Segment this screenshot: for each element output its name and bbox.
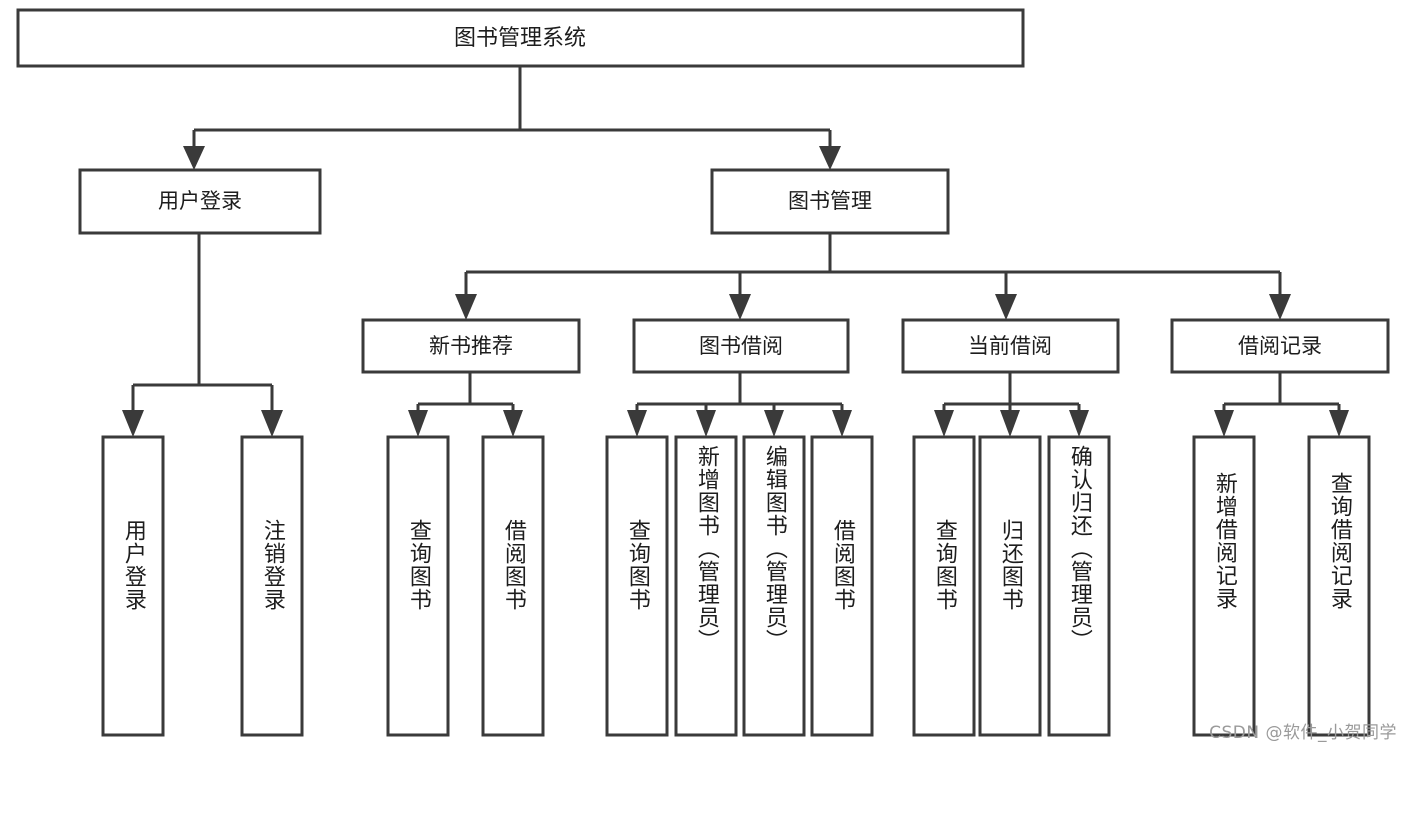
arrowhead-current-borrow bbox=[995, 294, 1017, 320]
node-current-borrow[interactable]: 当前借阅 bbox=[901, 318, 1120, 374]
arrowhead-book-borrow bbox=[729, 294, 751, 320]
arrowhead-leaf-query-book-1 bbox=[408, 410, 428, 437]
leaf-box-query-book-2[interactable] bbox=[605, 435, 669, 737]
node-book-borrow-box[interactable] bbox=[632, 318, 850, 374]
arrowhead-leaf-query-book-3 bbox=[934, 410, 954, 437]
watermark-text: CSDN @软件_小贺同学 bbox=[1209, 723, 1397, 743]
connector-group-book-borrow-to-leaves bbox=[627, 372, 852, 437]
connector-group-current-borrow-to-leaves bbox=[934, 372, 1089, 437]
arrowhead-leaf-add-book bbox=[696, 410, 716, 437]
arrowhead-leaf-confirm-return bbox=[1069, 410, 1089, 437]
node-borrow-record-label: 借阅记录 bbox=[1238, 334, 1322, 358]
leaf-box-logout-login[interactable] bbox=[240, 435, 304, 737]
arrowhead-leaf-user-login bbox=[122, 410, 144, 437]
connector-group-user-login-to-leaves bbox=[122, 233, 283, 437]
arrowhead-leaf-logout-login bbox=[261, 410, 283, 437]
leaf-box-add-book[interactable] bbox=[674, 435, 738, 737]
node-borrow-record-box[interactable] bbox=[1170, 318, 1390, 374]
leaf-box-edit-book[interactable] bbox=[742, 435, 806, 737]
node-root-label: 图书管理系统 bbox=[454, 26, 586, 51]
arrowhead-book-management bbox=[819, 146, 841, 170]
leaf-box-add-record[interactable] bbox=[1192, 435, 1256, 737]
node-current-borrow-label: 当前借阅 bbox=[968, 334, 1052, 358]
leaf-box-query-book-3[interactable] bbox=[912, 435, 976, 737]
arrowhead-leaf-query-record bbox=[1329, 410, 1349, 437]
arrowhead-leaf-edit-book bbox=[764, 410, 784, 437]
node-current-borrow-box[interactable] bbox=[901, 318, 1120, 374]
node-book-borrow-label: 图书借阅 bbox=[699, 334, 783, 358]
node-borrow-record[interactable]: 借阅记录 bbox=[1170, 318, 1390, 374]
diagram-canvas: 图书管理系统 用户登录 图书管理 新书推荐 图书借阅 当前借阅 借阅记录 bbox=[16, 8, 1397, 743]
leaf-box-query-record[interactable] bbox=[1307, 435, 1371, 737]
node-root[interactable]: 图书管理系统 bbox=[16, 8, 1025, 68]
arrowhead-new-book-recommend bbox=[455, 294, 477, 320]
arrowhead-leaf-borrow-book-1 bbox=[503, 410, 523, 437]
node-book-borrow[interactable]: 图书借阅 bbox=[632, 318, 850, 374]
leaf-box-confirm-return[interactable] bbox=[1047, 435, 1111, 737]
tree-diagram-svg: 图书管理系统 用户登录 图书管理 新书推荐 图书借阅 当前借阅 借阅记录 bbox=[16, 8, 1390, 737]
leaf-box-query-book-1[interactable] bbox=[386, 435, 450, 737]
node-new-book-recommend-box[interactable] bbox=[361, 318, 581, 374]
leaf-box-borrow-book-2[interactable] bbox=[810, 435, 874, 737]
arrowhead-leaf-add-record bbox=[1214, 410, 1234, 437]
node-root-box[interactable] bbox=[16, 8, 1025, 68]
node-user-login-label: 用户登录 bbox=[158, 189, 242, 213]
connector-group-borrow-record-to-leaves bbox=[1214, 372, 1349, 437]
node-book-management[interactable]: 图书管理 bbox=[710, 168, 950, 235]
node-new-book-recommend-label: 新书推荐 bbox=[429, 334, 513, 358]
arrowhead-leaf-return-book bbox=[1000, 410, 1020, 437]
node-book-management-label: 图书管理 bbox=[788, 189, 872, 213]
arrowhead-leaf-borrow-book-2 bbox=[832, 410, 852, 437]
arrowhead-leaf-query-book-2 bbox=[627, 410, 647, 437]
node-user-login[interactable]: 用户登录 bbox=[78, 168, 322, 235]
leaf-box-return-book[interactable] bbox=[978, 435, 1042, 737]
connector-group-book-management-to-level3 bbox=[455, 233, 1291, 320]
node-user-login-box[interactable] bbox=[78, 168, 322, 235]
leaf-box-borrow-book-1[interactable] bbox=[481, 435, 545, 737]
connector-group-new-book-recommend-to-leaves bbox=[408, 372, 523, 437]
node-new-book-recommend[interactable]: 新书推荐 bbox=[361, 318, 581, 374]
node-book-management-box[interactable] bbox=[710, 168, 950, 235]
arrowhead-borrow-record bbox=[1269, 294, 1291, 320]
leaf-box-user-login[interactable] bbox=[101, 435, 165, 737]
connector-group-root-to-level2 bbox=[183, 66, 841, 170]
arrowhead-user-login bbox=[183, 146, 205, 170]
